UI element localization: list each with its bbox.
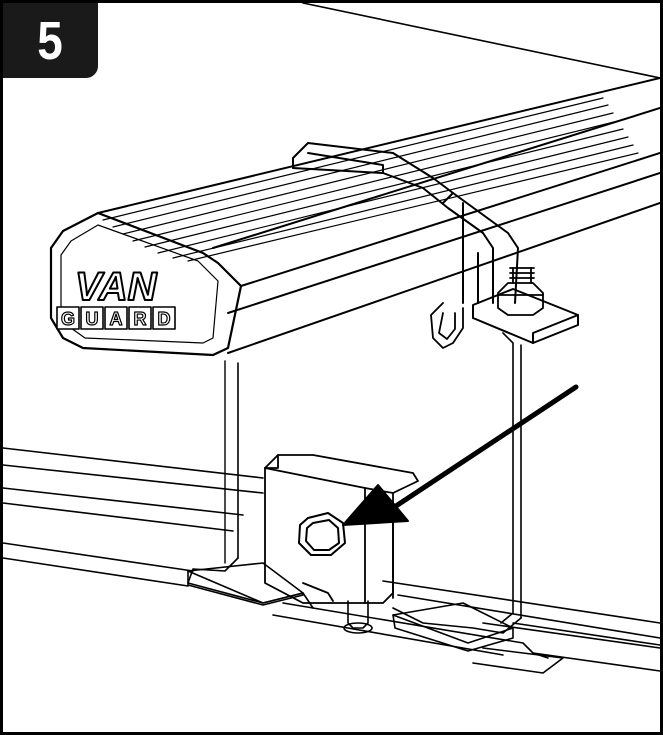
hex-bolt-icon [298,512,346,556]
logo-letter-5: D [158,309,171,329]
van-roof-outline [3,3,660,672]
step-badge: 5 [3,3,98,78]
logo-letter-3: A [110,309,123,329]
logo-letter-1: G [61,309,75,329]
logo-letter-4: R [134,309,147,329]
foot-pad-right [392,602,514,652]
foot-pad-left [187,562,304,606]
step-number: 5 [37,10,64,71]
logo-guard-word: G U A R D [56,306,176,330]
assembly-illustration: VAN G U A R D [3,3,660,674]
roof-rail [272,602,564,674]
logo-letter-2: U [86,309,99,329]
upright-leg [187,332,522,634]
roof-bar [97,77,660,354]
bar-end-cap [49,211,243,357]
bottom-stud [343,600,373,634]
nut-plate [472,288,579,344]
logo-van-word: VAN [75,265,158,309]
u-strap [292,142,519,304]
pointer-arrow-icon [342,384,579,526]
top-nut [497,267,544,316]
vanguard-logo: VAN G U A R D [56,264,176,330]
strap-loop [430,302,464,349]
